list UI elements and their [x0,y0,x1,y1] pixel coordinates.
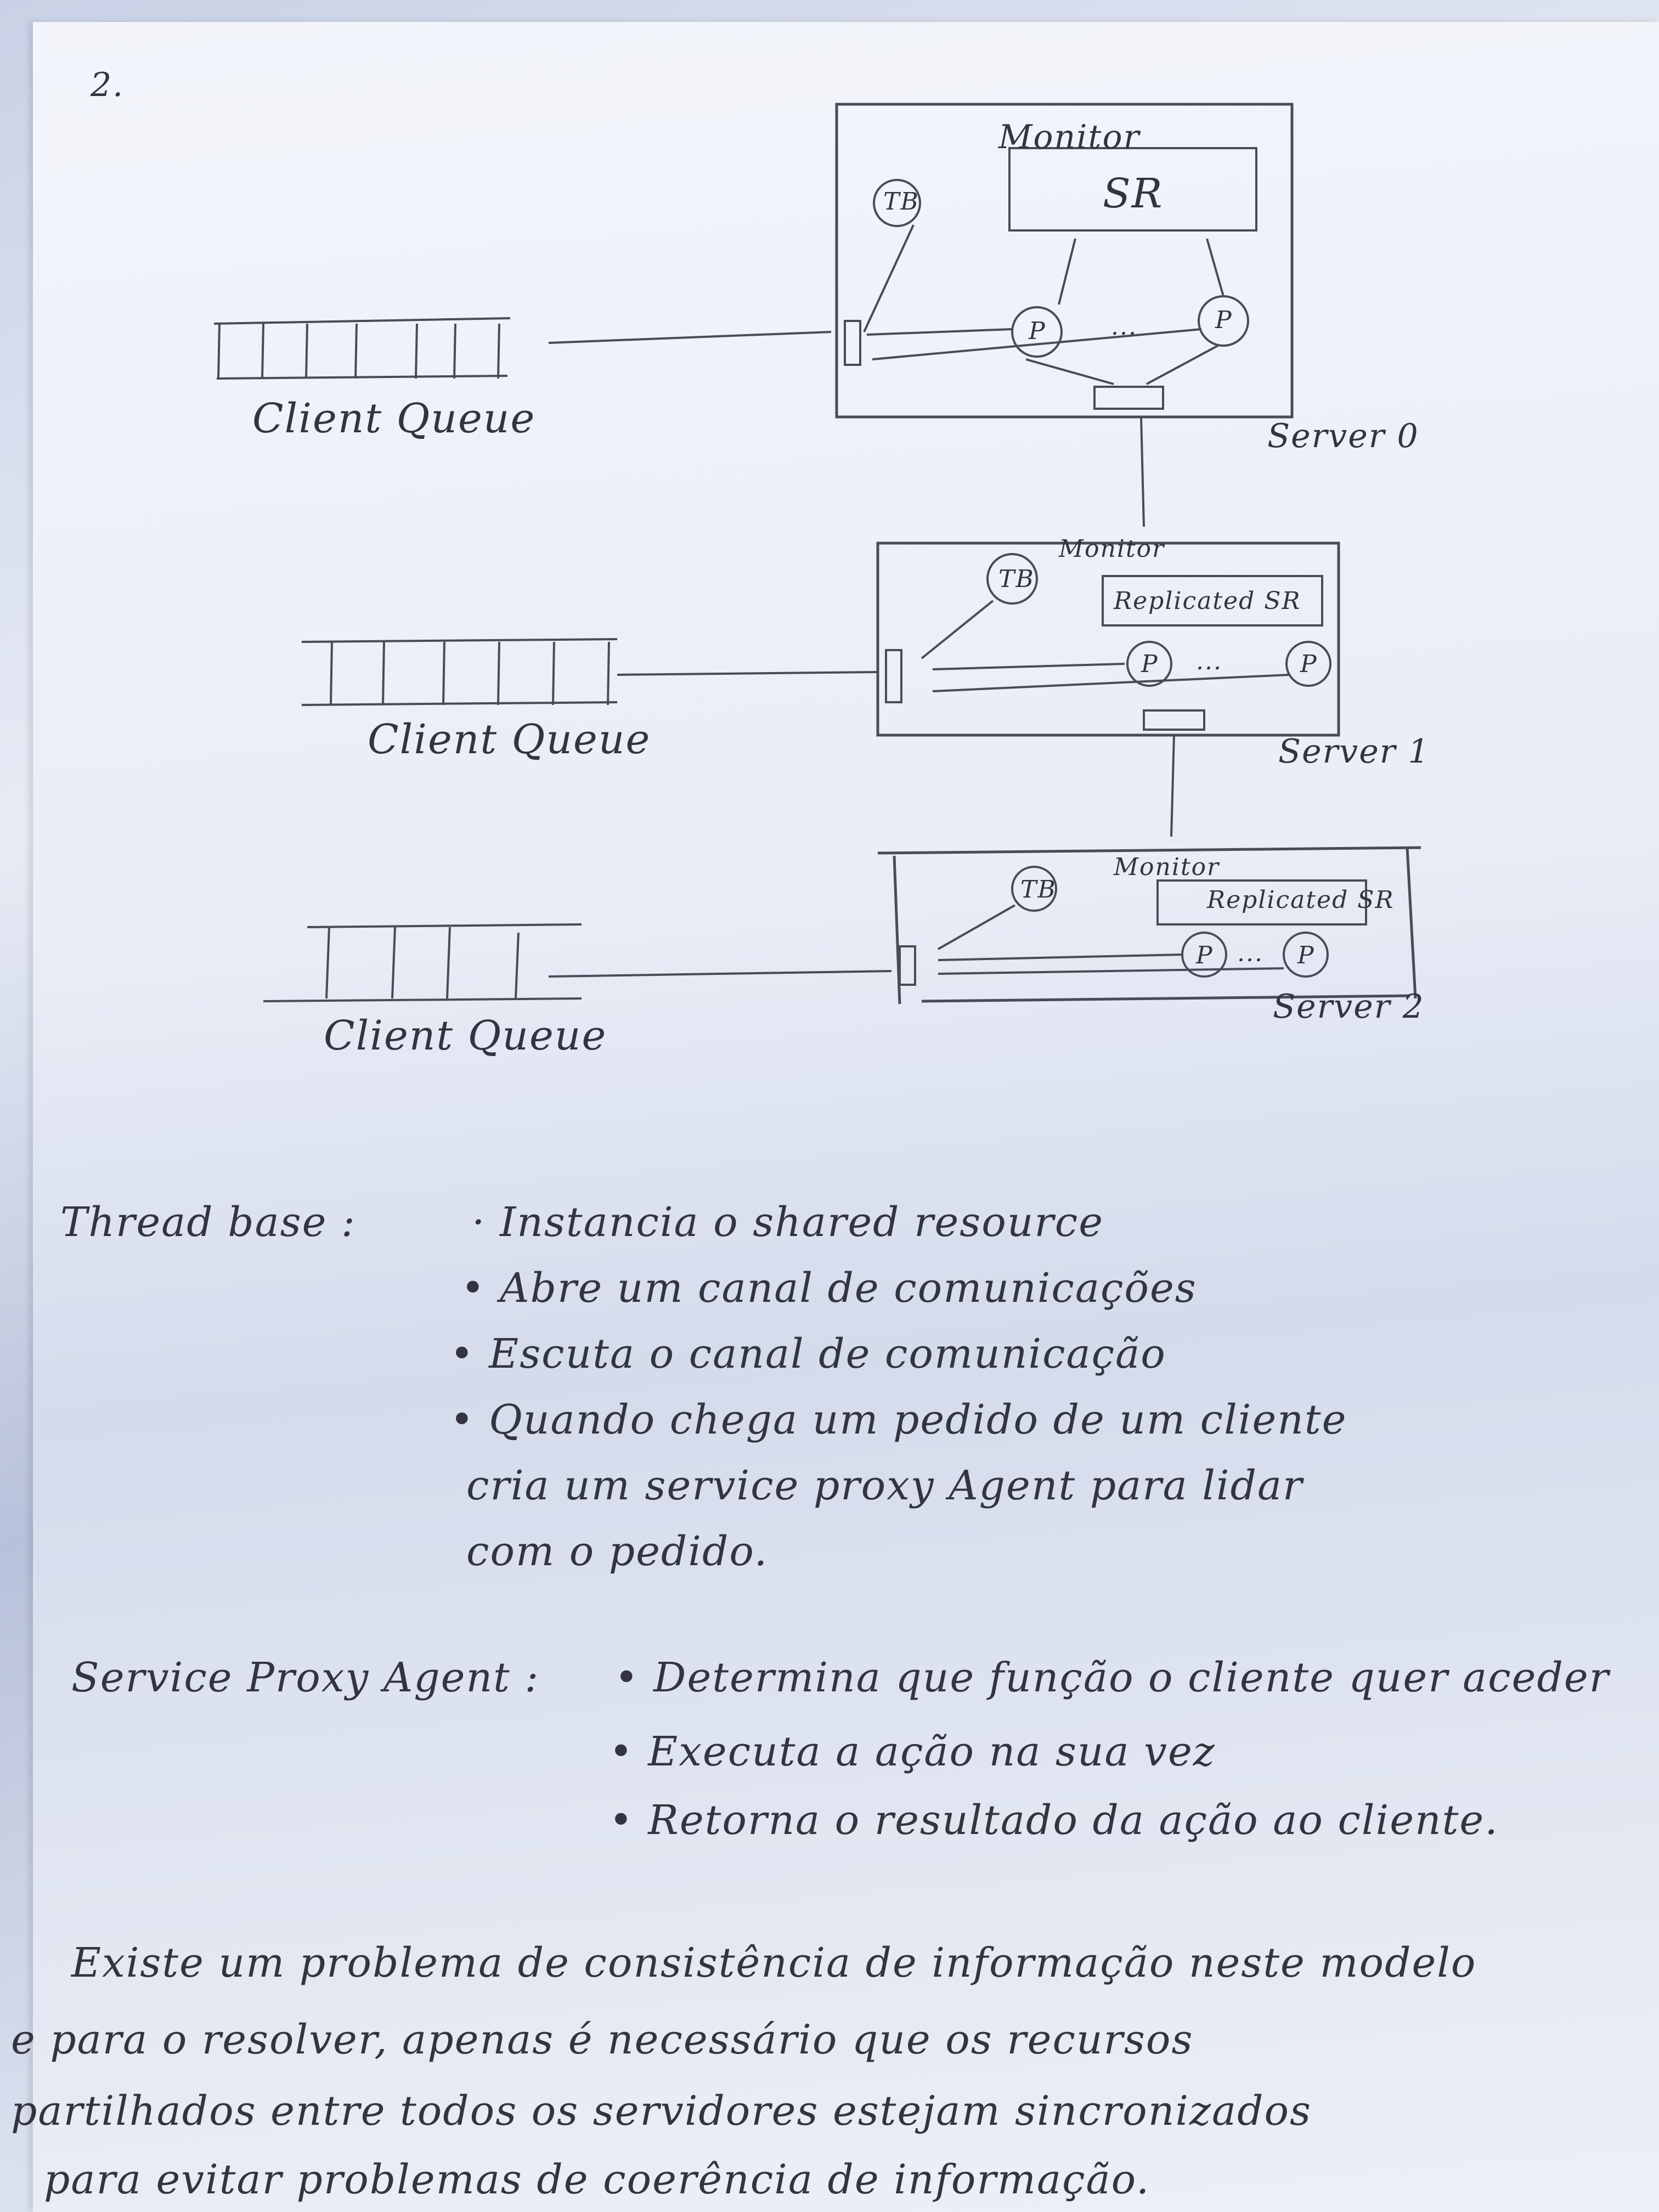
server-0-port [844,320,861,366]
thread-base-item-6: com o pedido. [466,1528,769,1575]
thread-base-item-3: • Escuta o canal de comunicação [450,1330,1166,1378]
server-2-tb-label: TB [1020,876,1057,904]
server-1-port [885,649,902,703]
server-0-box [835,103,1294,419]
server-0-link [1093,386,1164,410]
service-proxy-title: Service Proxy Agent : [71,1654,540,1701]
server-0-proxy-b-label: P [1215,306,1233,334]
server-2-dots: ... [1237,939,1263,967]
client-queue-1-label: Client Queue [368,716,651,763]
server-0-tb-label: TB [883,188,919,216]
paragraph-line-3: partilhados entre todos os servidores es… [11,2087,1312,2135]
server-2-proxy-b-label: P [1297,941,1315,969]
server-1-proxy-a-label: P [1141,650,1159,678]
server-1-resource-box [1102,575,1323,627]
server-0-tb-circle [873,179,921,227]
client-queue-0-label: Client Queue [252,395,536,442]
paragraph-line-4: para evitar problemas de coerência de in… [44,2156,1150,2203]
server-2-tb-circle [1011,866,1057,912]
client-queue-2-label: Client Queue [324,1012,607,1059]
server-0-dots: ... [1111,313,1137,341]
server-1-tb-label: TB [998,565,1035,593]
server-2-resource-box [1156,879,1367,926]
page-number: 2. [91,66,125,104]
server-1-monitor-label: Monitor [1059,535,1165,563]
thread-base-item-2: • Abre um canal de comunicações [461,1265,1197,1312]
service-proxy-item-2: • Executa a ação na sua vez [609,1728,1216,1775]
server-0-proxy-a-label: P [1029,317,1046,345]
server-1-box [876,541,1340,737]
server-1-tb-circle [986,553,1038,605]
server-1-link [1143,709,1205,731]
server-1-resource-label: Replicated SR [1114,587,1301,615]
service-proxy-item-1: • Determina que função o cliente quer ac… [614,1654,1610,1701]
server-2-resource-label: Replicated SR [1207,886,1395,914]
paragraph-line-2: e para o resolver, apenas é necessário q… [11,2016,1194,2063]
paragraph-line-1: Existe um problema de consistência de in… [71,1939,1477,1987]
thread-base-item-1: · Instancia o shared resource [472,1199,1104,1246]
server-0-resource-box [1008,147,1257,232]
server-2-port [899,945,916,986]
paper-sheet [33,22,1659,2212]
server-1-proxy-b-label: P [1300,650,1318,678]
server-1-label: Server 1 [1278,732,1430,771]
server-2-proxy-b [1283,932,1329,978]
server-1-proxy-a [1126,641,1172,687]
thread-base-title: Thread base : [60,1199,356,1246]
server-1-proxy-b [1285,641,1331,687]
service-proxy-item-3: • Retorna o resultado da ação ao cliente… [609,1797,1499,1844]
server-0-label: Server 0 [1267,417,1419,455]
server-1-dots: ... [1196,647,1222,675]
server-0-monitor-label: Monitor [998,118,1141,156]
server-0-resource-label: SR [1103,170,1164,217]
server-2-monitor-label: Monitor [1114,853,1220,881]
thread-base-item-4: • Quando chega um pedido de um cliente [450,1396,1347,1443]
thread-base-item-5: cria um service proxy Agent para lidar [466,1462,1304,1509]
server-2-proxy-a-label: P [1196,941,1214,969]
server-0-proxy-a [1011,306,1063,358]
server-2-label: Server 2 [1273,988,1425,1026]
